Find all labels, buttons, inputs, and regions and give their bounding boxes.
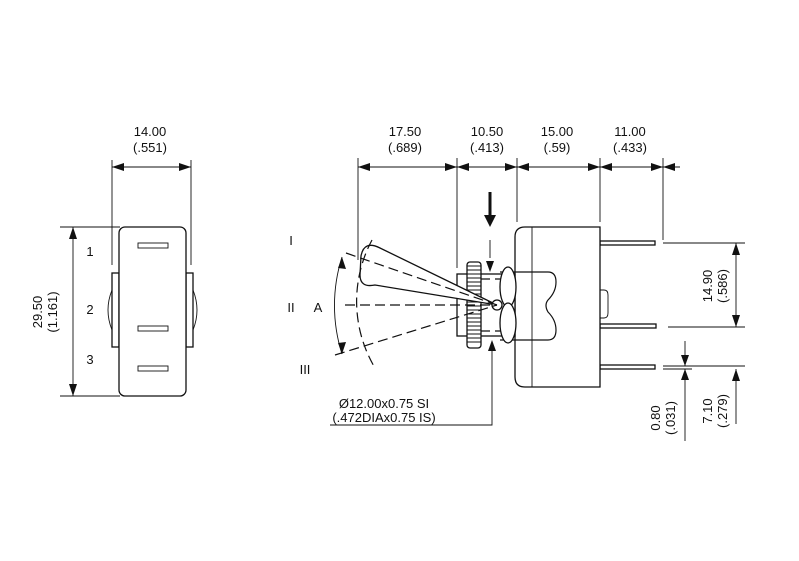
pin-pitch-in: (.586): [715, 269, 730, 303]
switch-body-front: [118, 226, 187, 397]
thread-spec-in: (.472DIAx0.75 IS): [332, 410, 435, 425]
pin-pitch-mm: 14.90: [700, 270, 715, 303]
arrowheads: [358, 163, 675, 171]
pin-3: [599, 364, 656, 370]
position-line-iii: [334, 304, 498, 356]
switch-body-side: [514, 226, 601, 388]
front-height-mm: 29.50: [30, 296, 45, 329]
position-line-i: [345, 252, 498, 306]
thread-leader: [330, 350, 493, 426]
dim-lever-in: (.689): [388, 140, 422, 155]
dim-pins-mm: 11.00: [614, 124, 646, 139]
front-view: 14.00 (.551) 29.50 (1.161) 1 2 3: [30, 124, 198, 397]
thread-spec-mm: Ø12.00x0.75 SI: [339, 396, 429, 411]
angle-label: A: [314, 300, 323, 315]
terminal-slot-3: [137, 365, 169, 372]
terminal-slot-1: [137, 242, 169, 249]
terminal-slot-2: [137, 325, 169, 332]
arrowheads: [338, 257, 346, 354]
position-label-i: I: [289, 233, 293, 248]
dim-bushing-mm: 10.50: [471, 124, 504, 139]
terminal-label-1: 1: [86, 244, 93, 259]
dim-bushing-in: (.413): [470, 140, 504, 155]
view-arrow-icon: [484, 215, 496, 227]
nut-outline: [107, 289, 198, 331]
pin-thickness-in: (.031): [663, 401, 678, 435]
pin-1: [599, 240, 656, 246]
position-label-ii: II: [287, 300, 294, 315]
front-width-mm: 14.00: [134, 124, 167, 139]
position-label-iii: III: [300, 362, 311, 377]
pin-2: [599, 323, 657, 329]
pin-thickness-mm: 0.80: [648, 405, 663, 430]
side-view: 17.50 (.689) 10.50 (.413) 15.00 (.59) 11…: [287, 124, 745, 441]
dim-body-in: (.59): [544, 140, 571, 155]
terminal-label-2: 2: [86, 302, 93, 317]
terminal-label-3: 3: [86, 352, 93, 367]
front-height-in: (1.161): [45, 291, 60, 332]
body-bump: [600, 289, 609, 319]
lever-sweep-arc: [356, 239, 376, 369]
lock-washer: [499, 302, 517, 344]
dim-pins-in: (.433): [613, 140, 647, 155]
arrowheads: [486, 261, 494, 272]
arrowheads: [488, 340, 496, 351]
arrowheads: [732, 369, 740, 381]
left-flange: [111, 272, 120, 348]
front-width-in: (.551): [133, 140, 167, 155]
toggle-lever: [359, 244, 498, 306]
pin-offset-mm: 7.10: [700, 398, 715, 423]
dim-lever-mm: 17.50: [389, 124, 422, 139]
pin-offset-in: (.279): [715, 394, 730, 428]
angle-arc: [334, 256, 343, 355]
right-flange: [185, 272, 194, 348]
mounting-bracket: [500, 271, 557, 341]
lock-washer: [499, 266, 517, 308]
dim-body-mm: 15.00: [541, 124, 574, 139]
arrowheads: [681, 355, 689, 380]
